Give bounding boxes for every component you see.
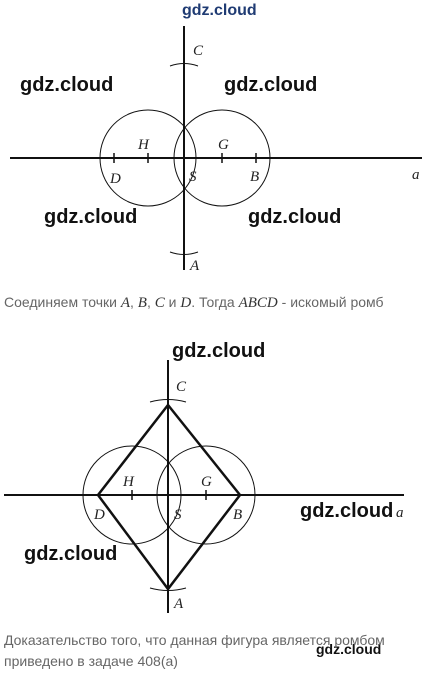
circle-right [173, 109, 271, 207]
arc-A [169, 251, 199, 255]
watermark-top: gdz.cloud [182, 2, 257, 19]
watermark: gdz.cloud [20, 74, 114, 96]
watermark: gdz.cloud [316, 641, 382, 657]
circle-right [156, 445, 256, 545]
construction-figure: C H G D S B A a [10, 26, 422, 270]
label-S: S [174, 507, 182, 523]
label-H: H [137, 137, 150, 153]
label-G: G [201, 474, 212, 490]
label-a: a [412, 167, 420, 183]
watermark: gdz.cloud [44, 206, 138, 228]
rhombus-figure: C H G D S B A a [4, 360, 404, 613]
label-C: C [193, 43, 204, 59]
watermark: gdz.cloud [224, 74, 318, 96]
caption-proof-reference: Доказательство того, что данная фигура я… [4, 632, 385, 669]
circle-left [99, 109, 197, 207]
label-G: G [218, 137, 229, 153]
label-B: B [250, 169, 259, 185]
label-A: A [189, 258, 200, 270]
watermark: gdz.cloud [248, 206, 342, 228]
watermark: gdz.cloud [300, 500, 394, 522]
circle-left [82, 445, 182, 545]
label-B: B [233, 507, 242, 523]
label-a: a [396, 505, 404, 521]
label-C: C [176, 379, 187, 395]
arc-C [169, 63, 199, 67]
label-D: D [109, 171, 121, 187]
label-H: H [122, 474, 135, 490]
watermark: gdz.cloud [172, 340, 266, 362]
caption-connect-points: Соединяем точки A, B, C и D. Тогда ABCD … [4, 294, 384, 311]
watermark: gdz.cloud [24, 543, 118, 565]
rhombus-ABCD [96, 402, 242, 592]
label-A: A [173, 596, 184, 612]
label-S: S [189, 169, 197, 185]
label-D: D [93, 507, 105, 523]
